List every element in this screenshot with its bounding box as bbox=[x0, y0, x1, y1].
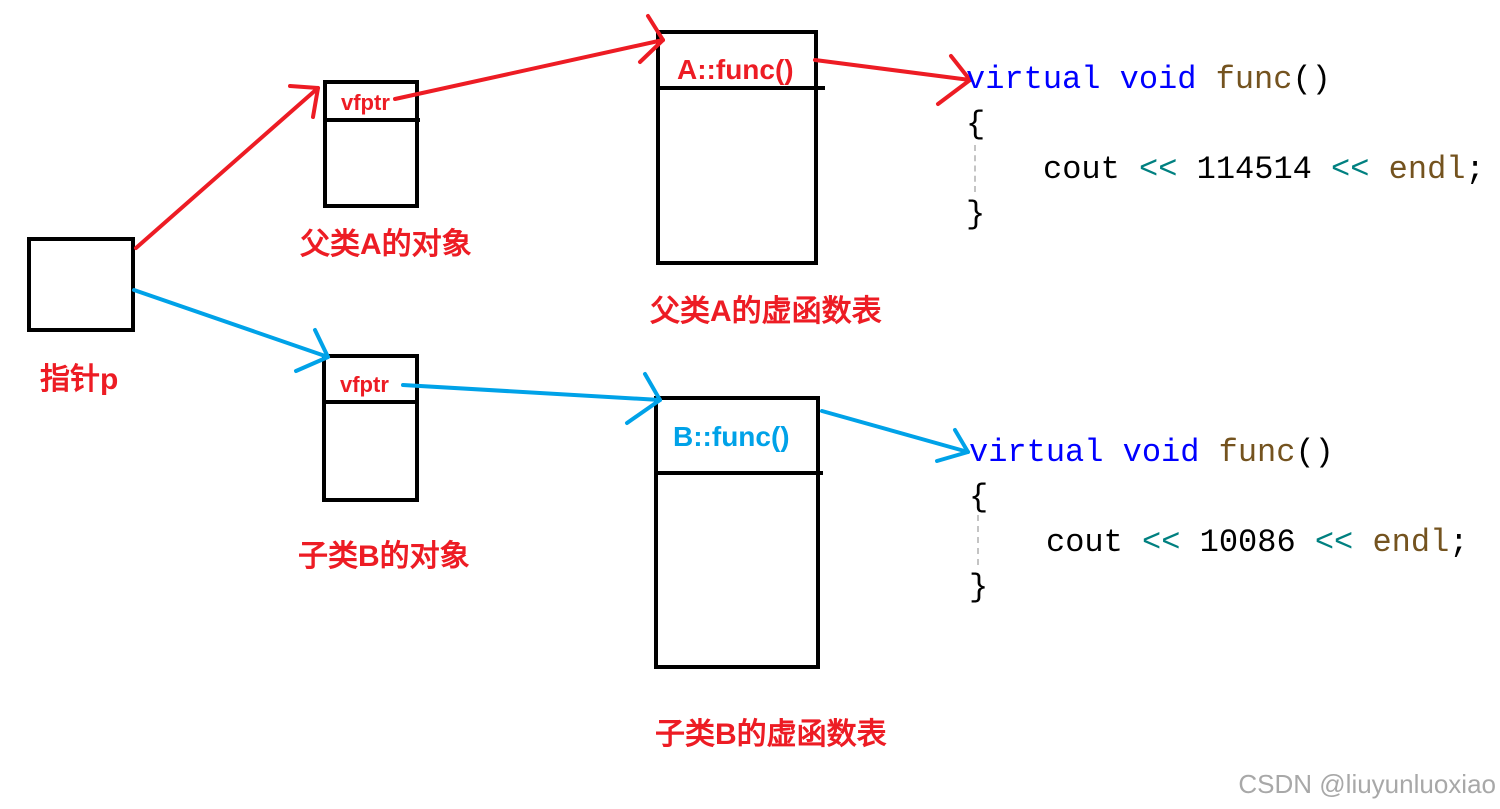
parent-vtable-entry: A::func() bbox=[677, 54, 794, 85]
code-a-cout-token: cout bbox=[1043, 151, 1120, 188]
parent-vtable-outline bbox=[656, 30, 818, 265]
arrow-shaft bbox=[401, 383, 662, 402]
arrow-head bbox=[294, 328, 330, 373]
child-object-vfptr-label: vfptr bbox=[340, 372, 389, 397]
code-a-endl-token: endl bbox=[1388, 151, 1466, 188]
arrow-shaft bbox=[820, 409, 970, 454]
arrow-shaft bbox=[393, 38, 665, 101]
pointer-box bbox=[27, 237, 135, 332]
child-vtable-outline bbox=[654, 396, 820, 669]
code-b-cout-token: cout bbox=[1046, 524, 1123, 561]
child-vtable-box bbox=[654, 396, 823, 669]
code-a-open-brace: { bbox=[966, 106, 986, 143]
code-b-endl-token: endl bbox=[1372, 524, 1450, 561]
arrow-pointer-to-child-object bbox=[132, 288, 330, 373]
code-b-close-brace: } bbox=[969, 569, 989, 606]
code-a-signature-line: virtual void func() bbox=[966, 60, 1331, 100]
arrow-shaft bbox=[813, 58, 972, 82]
code-a-parentheses: () bbox=[1292, 61, 1331, 98]
code-b-keyword-void: void bbox=[1122, 434, 1200, 471]
code-b-number-literal: 10086 bbox=[1199, 524, 1296, 561]
arrow-head bbox=[288, 84, 320, 119]
pointer-label: 指针p bbox=[40, 363, 119, 396]
code-b-parentheses: () bbox=[1295, 434, 1334, 471]
arrow-shaft bbox=[134, 86, 320, 250]
arrow-head bbox=[935, 428, 970, 463]
code-a-keyword-virtual: virtual bbox=[966, 61, 1101, 98]
code-a-semicolon: ; bbox=[1465, 151, 1485, 188]
arrow-parent-vfptr-to-parent-vtable bbox=[393, 14, 665, 101]
arrow-child-vtable-to-code-b bbox=[820, 409, 970, 463]
watermark: CSDN @liuyunluoxiao bbox=[1238, 769, 1496, 799]
parent-vtable-label: 父类A的虚函数表 bbox=[650, 295, 882, 328]
child-vtable-entry: B::func() bbox=[673, 421, 790, 452]
parent-object-box bbox=[323, 80, 420, 208]
code-a-body-line: cout << 114514 << endl; bbox=[1043, 150, 1485, 190]
code-block-b: virtual void func() { cout << 10086 << e… bbox=[969, 433, 1499, 613]
code-a-close-brace: } bbox=[966, 196, 986, 233]
code-b-body-line: cout << 10086 << endl; bbox=[1046, 523, 1468, 563]
code-b-open-brace: { bbox=[969, 479, 989, 516]
parent-object-vfptr-label: vfptr bbox=[341, 90, 390, 115]
arrow-head bbox=[638, 14, 665, 64]
arrow-child-vfptr-to-child-vtable bbox=[401, 372, 662, 425]
code-a-number-literal: 114514 bbox=[1196, 151, 1312, 188]
code-a-indent-guide bbox=[974, 145, 976, 192]
code-a-keyword-void: void bbox=[1119, 61, 1197, 98]
code-b-stream-operator: << bbox=[1142, 524, 1181, 561]
child-object-outline bbox=[322, 354, 419, 502]
code-b-stream-operator: << bbox=[1314, 524, 1354, 561]
code-a-function-name: func bbox=[1215, 61, 1293, 98]
code-a-stream-operator: << bbox=[1331, 151, 1370, 188]
arrow-shaft bbox=[132, 288, 330, 359]
code-b-indent-guide bbox=[977, 515, 979, 565]
code-b-function-name: func bbox=[1218, 434, 1296, 471]
code-b-semicolon: ; bbox=[1449, 524, 1469, 561]
arrow-head bbox=[936, 54, 972, 106]
code-b-signature-line: virtual void func() bbox=[969, 433, 1334, 473]
child-object-label: 子类B的对象 bbox=[298, 540, 470, 573]
arrow-pointer-to-parent-object bbox=[134, 84, 320, 250]
child-vtable-label: 子类B的虚函数表 bbox=[655, 718, 887, 751]
code-b-keyword-virtual: virtual bbox=[969, 434, 1104, 471]
code-block-a: virtual void func() { cout << 114514 << … bbox=[966, 60, 1496, 240]
arrow-parent-entry-to-code-a bbox=[813, 54, 972, 106]
parent-vtable-box bbox=[656, 30, 825, 265]
child-object-box bbox=[322, 354, 419, 502]
arrow-head bbox=[625, 372, 662, 425]
parent-object-outline bbox=[323, 80, 419, 208]
parent-object-label: 父类A的对象 bbox=[300, 228, 472, 261]
code-a-stream-operator: << bbox=[1139, 151, 1178, 188]
